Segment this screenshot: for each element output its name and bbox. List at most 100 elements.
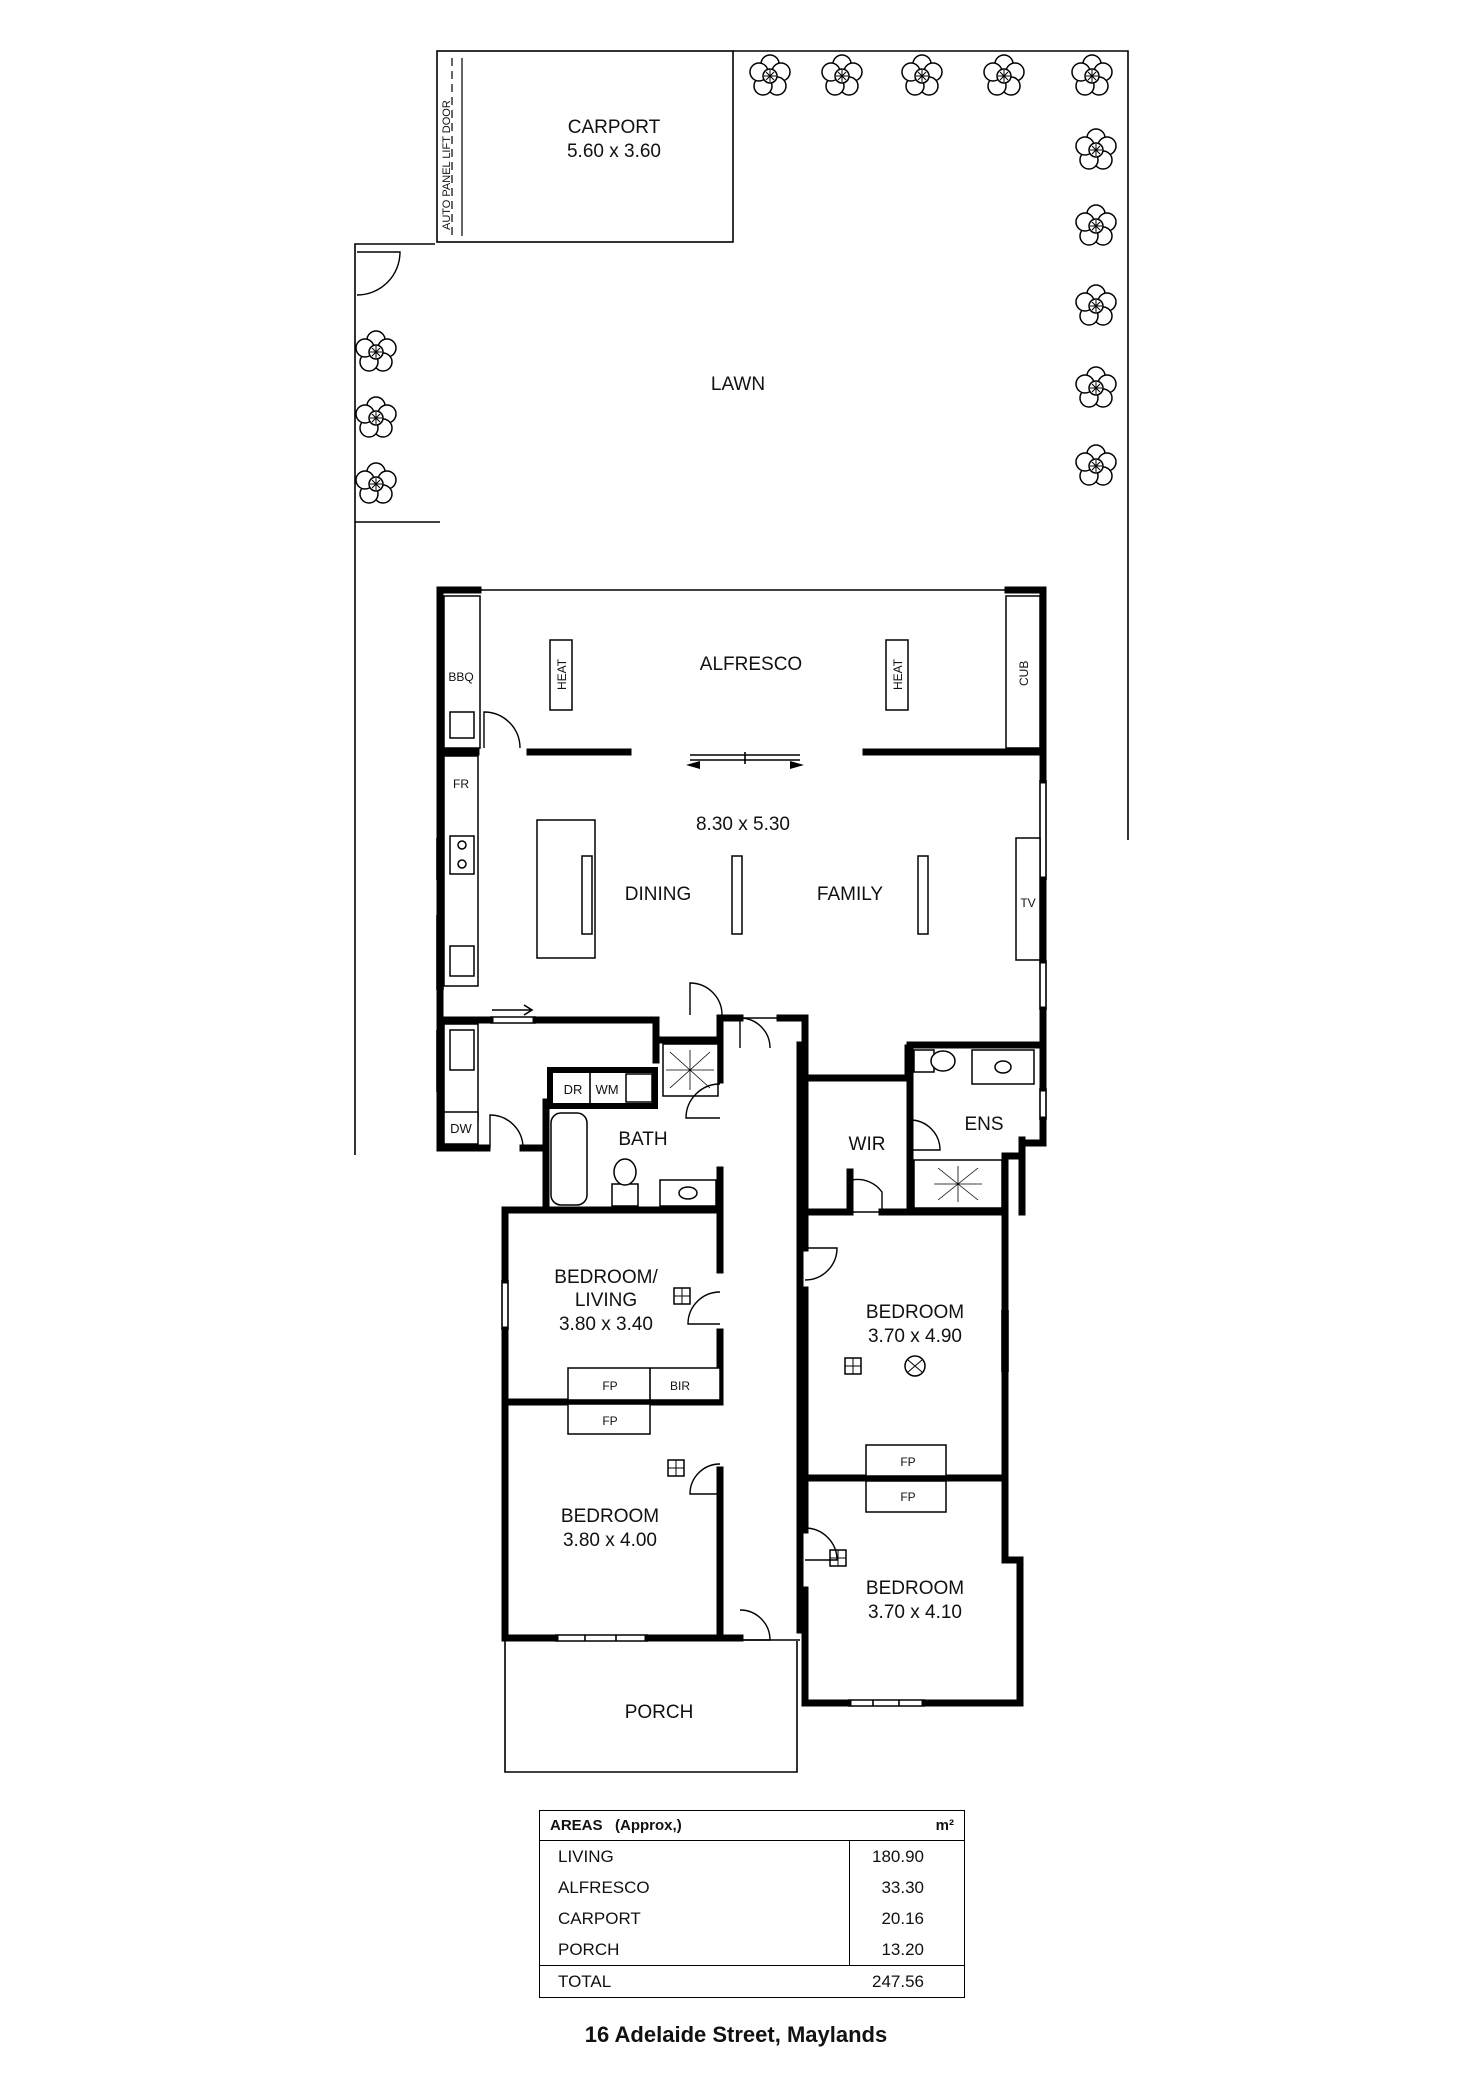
area-value: 180.90 [872, 1846, 924, 1866]
areas-header: AREAS (Approx,) m² [540, 1811, 964, 1841]
ens-toilet-bowl [930, 1050, 956, 1072]
area-name: ALFRESCO [540, 1872, 850, 1903]
table-row: ALFRESCO 33.30 [540, 1872, 964, 1903]
bathtub [550, 1112, 588, 1206]
tv-label: TV [1020, 896, 1035, 910]
fp-front-left [567, 1403, 651, 1435]
laundry-wall-top [436, 1016, 660, 1064]
wm-label: WM [595, 1082, 618, 1097]
tv-unit [1015, 837, 1041, 961]
alfresco-wall-right [1004, 586, 1047, 756]
bed-right-lower-dims: 3.70 x 4.10 [868, 1602, 962, 1623]
bath-walls [542, 1014, 724, 1214]
wir-door [850, 1178, 883, 1213]
dr-label: DR [564, 1082, 583, 1097]
heat-label-1: HEAT [555, 658, 569, 690]
dr-wm-bench [547, 1067, 658, 1109]
trees-right [1075, 128, 1117, 486]
site-boundary [354, 50, 1129, 1155]
bed-right-upper-dims: 3.70 x 4.90 [868, 1326, 962, 1347]
dining-label: DINING [625, 884, 692, 905]
cub-bench [1005, 595, 1041, 749]
windows-left [436, 838, 444, 1092]
areas-unit: m² [935, 1817, 954, 1834]
fp-bir-unit [567, 1367, 721, 1401]
bed-living-door [687, 1291, 721, 1325]
trees-left [355, 330, 397, 504]
bed-right-upper-label: BEDROOM [866, 1302, 964, 1323]
areas-approx: (Approx,) [615, 1817, 682, 1834]
seat-2 [731, 855, 743, 935]
table-row: CARPORT 20.16 [540, 1903, 964, 1934]
carport-label: CARPORT [568, 117, 661, 138]
cub-label: CUB [1017, 661, 1031, 686]
porch-label: PORCH [625, 1702, 694, 1723]
seat-1 [581, 855, 593, 935]
hall-door-end [739, 1017, 771, 1049]
fr-label: FR [453, 777, 469, 791]
ens-label: ENS [964, 1114, 1003, 1135]
bed-right-lower-door [804, 1527, 838, 1561]
kitchen-sink [449, 945, 475, 977]
area-value: 20.16 [881, 1908, 924, 1928]
carport-outline [436, 50, 734, 243]
front-window-left [555, 1634, 648, 1642]
toilet-bowl [613, 1158, 637, 1186]
light-4 [829, 1549, 847, 1567]
bed-right-lower-label: BEDROOM [866, 1578, 964, 1599]
heat-label-2: HEAT [891, 658, 905, 690]
areas-title: AREAS [550, 1817, 603, 1834]
area-value: 33.30 [881, 1877, 924, 1897]
fp-label-3: FP [900, 1455, 915, 1469]
fp-label-2: FP [602, 1414, 617, 1428]
bed-living-window [501, 1280, 509, 1330]
light-2 [667, 1459, 685, 1477]
lawn-label: LAWN [711, 374, 765, 395]
light-1 [673, 1287, 691, 1305]
address-caption: 16 Adelaide Street, Maylands [584, 2022, 888, 2047]
living-dims: 8.30 x 5.30 [696, 814, 790, 835]
bbq-label: BBQ [448, 670, 473, 684]
alfresco-label: ALFRESCO [700, 654, 802, 675]
dw-unit [443, 1111, 479, 1145]
front-window-right [848, 1699, 925, 1707]
fp-right-lower [865, 1480, 947, 1513]
bed-living-dims: 3.80 x 3.40 [559, 1314, 653, 1335]
gate-door [356, 251, 401, 296]
right-bedrooms-outer [801, 1208, 1024, 1707]
alfresco-door [483, 711, 521, 749]
ens-drain [934, 1166, 982, 1202]
bed-living-line1: BEDROOM/ [554, 1267, 658, 1288]
dw-label: DW [450, 1121, 472, 1136]
hall-wall-left [716, 1014, 744, 1642]
bed-front-left-label: BEDROOM [561, 1506, 659, 1527]
toilet-tank [611, 1183, 639, 1207]
sink-alfresco [449, 711, 475, 739]
carport-dims: 5.60 x 3.60 [567, 141, 661, 162]
auto-door-label: AUTO PANEL LIFT DOOR [441, 100, 453, 230]
total-value: 247.56 [872, 1971, 924, 1991]
porch-outline [504, 1641, 798, 1773]
seat-3 [917, 855, 929, 935]
laundry-door [489, 1114, 524, 1149]
ceiling-fan [904, 1355, 926, 1377]
front-door [739, 1609, 771, 1641]
ens-door [909, 1119, 941, 1151]
bed-front-left-dims: 3.80 x 4.00 [563, 1530, 657, 1551]
fp-label-4: FP [900, 1490, 915, 1504]
bath-door [685, 1083, 721, 1119]
bir-label: BIR [670, 1379, 690, 1393]
heat-unit-1 [549, 639, 573, 711]
bed-right-window [1001, 1310, 1009, 1372]
family-label: FAMILY [817, 884, 883, 905]
light-3 [844, 1357, 862, 1375]
living-wall-right [1018, 748, 1047, 1216]
bed-right-upper-door [804, 1247, 838, 1281]
area-name: CARPORT [540, 1903, 850, 1934]
wir-label: WIR [849, 1134, 886, 1155]
